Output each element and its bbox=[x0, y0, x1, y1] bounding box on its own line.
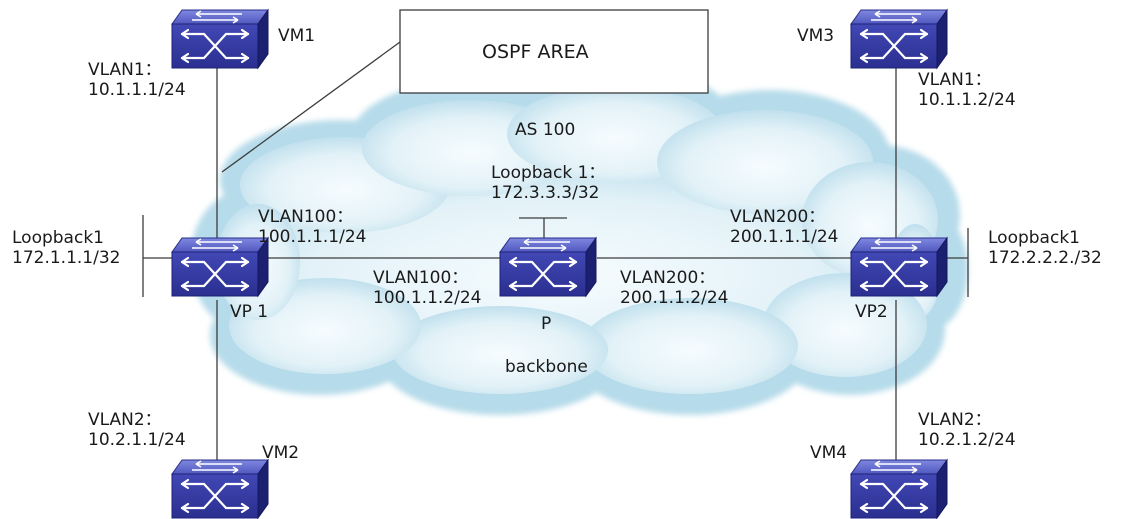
switch-icon-vm3 bbox=[849, 8, 949, 70]
vp2-vlan200-label: VLAN200： 200.1.1.1/24 bbox=[730, 207, 839, 247]
p-vlan200-label: VLAN200： 200.1.1.2/24 bbox=[620, 268, 729, 308]
ospf-area-label: OSPF AREA bbox=[482, 41, 589, 63]
vp2-name: VP2 bbox=[855, 302, 888, 322]
vm3-name: VM3 bbox=[797, 26, 835, 46]
switch-icon-vm4 bbox=[849, 458, 949, 519]
vm3-vlan-label: VLAN1： 10.1.1.2/24 bbox=[918, 70, 1016, 110]
switch-icon-vm1 bbox=[170, 8, 270, 70]
switch-icon-p bbox=[498, 236, 598, 298]
vp1-loopback-label: Loopback1 172.1.1.1/32 bbox=[12, 228, 121, 268]
vm2-name: VM2 bbox=[262, 443, 300, 463]
p-name: P bbox=[541, 314, 552, 334]
links bbox=[142, 41, 969, 462]
vm1-name: VM1 bbox=[278, 26, 316, 46]
vp1-vlan100-label: VLAN100： 100.1.1.1/24 bbox=[258, 207, 367, 247]
vm4-vlan-label: VLAN2： 10.2.1.2/24 bbox=[918, 410, 1016, 450]
area-callout-line bbox=[221, 41, 401, 173]
switch-icon-vm2 bbox=[170, 458, 270, 519]
p-vlan100-label: VLAN100： 100.1.1.2/24 bbox=[373, 268, 482, 308]
vp2-loopback-label: Loopback1 172.2.2.2./32 bbox=[988, 228, 1102, 268]
vm1-vlan-label: VLAN1： 10.1.1.1/24 bbox=[88, 60, 186, 100]
switch-icon-vp1 bbox=[170, 236, 270, 298]
vm2-vlan-label: VLAN2： 10.2.1.1/24 bbox=[88, 410, 186, 450]
as-label: AS 100 bbox=[515, 120, 576, 140]
switch-icon-vp2 bbox=[849, 236, 949, 298]
vp1-name: VP 1 bbox=[230, 302, 269, 322]
vm4-name: VM4 bbox=[810, 443, 848, 463]
ospf-area-box bbox=[399, 9, 709, 94]
p-loopback-label: Loopback 1： 172.3.3.3/32 bbox=[491, 163, 606, 203]
backbone-label: backbone bbox=[505, 357, 588, 377]
